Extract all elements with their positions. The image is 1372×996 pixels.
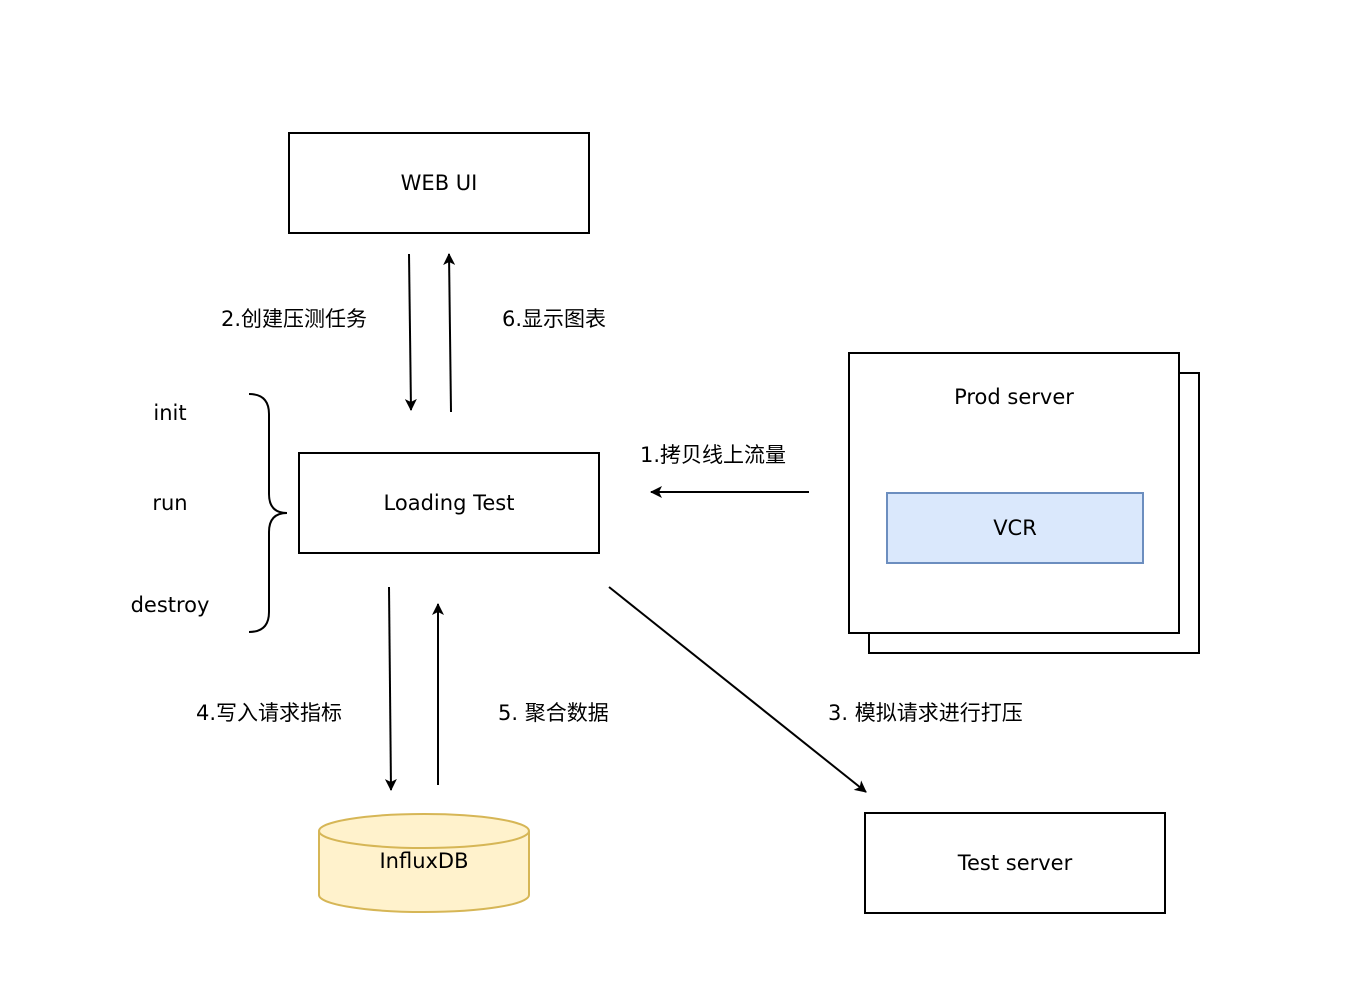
test-server-node[interactable]: Test server: [864, 812, 1166, 914]
vcr-label: VCR: [993, 516, 1037, 540]
web-ui-label: WEB UI: [400, 171, 478, 195]
phase-init: init: [153, 401, 187, 425]
vcr-node[interactable]: VCR: [886, 492, 1144, 564]
edge-label-write-metrics: 4.写入请求指标: [196, 701, 343, 725]
edge-label-copy-traffic: 1.拷贝线上流量: [640, 443, 787, 467]
web-ui-node[interactable]: WEB UI: [288, 132, 590, 234]
lifecycle-brace: [248, 393, 288, 633]
edge-label-aggregate-data: 5. 聚合数据: [498, 701, 609, 725]
edge-label-simulate-requests: 3. 模拟请求进行打压: [828, 701, 1023, 725]
loading-test-node[interactable]: Loading Test: [298, 452, 600, 554]
phase-run: run: [152, 491, 188, 515]
influxdb-cylinder[interactable]: [318, 813, 530, 913]
edge-label-show-charts: 6.显示图表: [502, 307, 607, 331]
arrow-write-metrics: [384, 586, 397, 791]
phase-destroy: destroy: [130, 593, 210, 617]
test-server-label: Test server: [957, 851, 1073, 875]
loading-test-label: Loading Test: [383, 491, 515, 515]
edge-label-create-task: 2.创建压测任务: [221, 307, 368, 331]
arrow-show-charts: [443, 253, 456, 413]
arrow-simulate-requests: [608, 586, 867, 793]
prod-server-label: Prod server: [954, 385, 1074, 409]
influxdb-label: InfluxDB: [379, 849, 469, 873]
arrow-create-task: [404, 253, 417, 411]
